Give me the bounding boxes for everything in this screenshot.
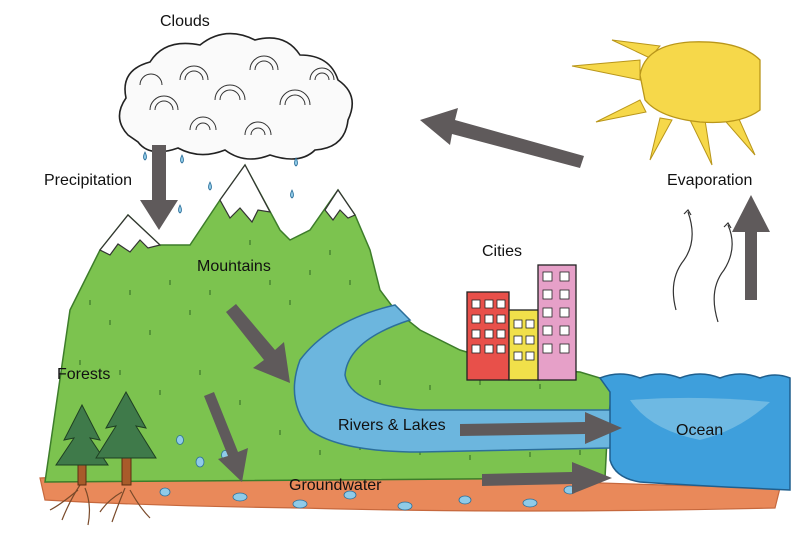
arrow-to-clouds: [420, 108, 584, 168]
rain-drops: [143, 151, 298, 214]
sun-icon: [571, 39, 761, 166]
snow-cap-right: [324, 188, 356, 222]
groundwater-droplets: [159, 435, 577, 511]
snow-cap-left: [99, 214, 162, 256]
pine-tree-icon: [55, 390, 157, 486]
evaporation-wisps: [672, 209, 733, 323]
tree-roots: [49, 484, 151, 526]
arrow-precipitation: [140, 145, 178, 230]
ocean-highlight: [630, 397, 770, 440]
label-ocean: Ocean: [676, 422, 724, 439]
label-precipitation: Precipitation: [44, 172, 133, 189]
arrow-evaporation-up: [732, 195, 770, 300]
label-cities: Cities: [482, 243, 523, 260]
cloud-icon: [118, 32, 354, 160]
arrow-river-to-ocean: [460, 412, 622, 444]
flow-arrows: [140, 108, 770, 494]
label-evaporation: Evaporation: [667, 172, 753, 189]
buildings-icon: [466, 264, 577, 381]
grass-texture: [79, 240, 581, 460]
arrow-groundwater-to-ocean: [482, 462, 612, 494]
label-forests: Forests: [57, 366, 111, 383]
snow-cap-center: [219, 163, 272, 224]
arrow-mountain-slope: [226, 304, 290, 383]
arrow-groundwater-down: [204, 392, 248, 482]
label-clouds: Clouds: [160, 13, 210, 30]
label-rivers-lakes: Rivers & Lakes: [338, 417, 446, 434]
label-mountains: Mountains: [197, 258, 271, 275]
label-groundwater: Groundwater: [289, 477, 382, 494]
